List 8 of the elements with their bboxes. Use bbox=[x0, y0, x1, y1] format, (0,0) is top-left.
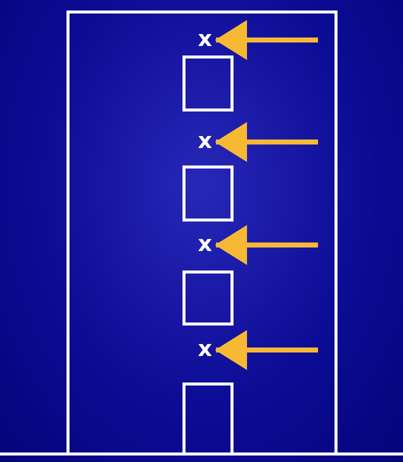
mark-label: x bbox=[196, 234, 214, 256]
arrow bbox=[215, 330, 318, 370]
arrow bbox=[215, 225, 318, 265]
mark-label: x bbox=[196, 131, 214, 153]
mark-label: x bbox=[196, 29, 214, 51]
mark-label: x bbox=[196, 339, 214, 361]
arrow bbox=[215, 122, 318, 162]
arrow bbox=[215, 20, 318, 60]
